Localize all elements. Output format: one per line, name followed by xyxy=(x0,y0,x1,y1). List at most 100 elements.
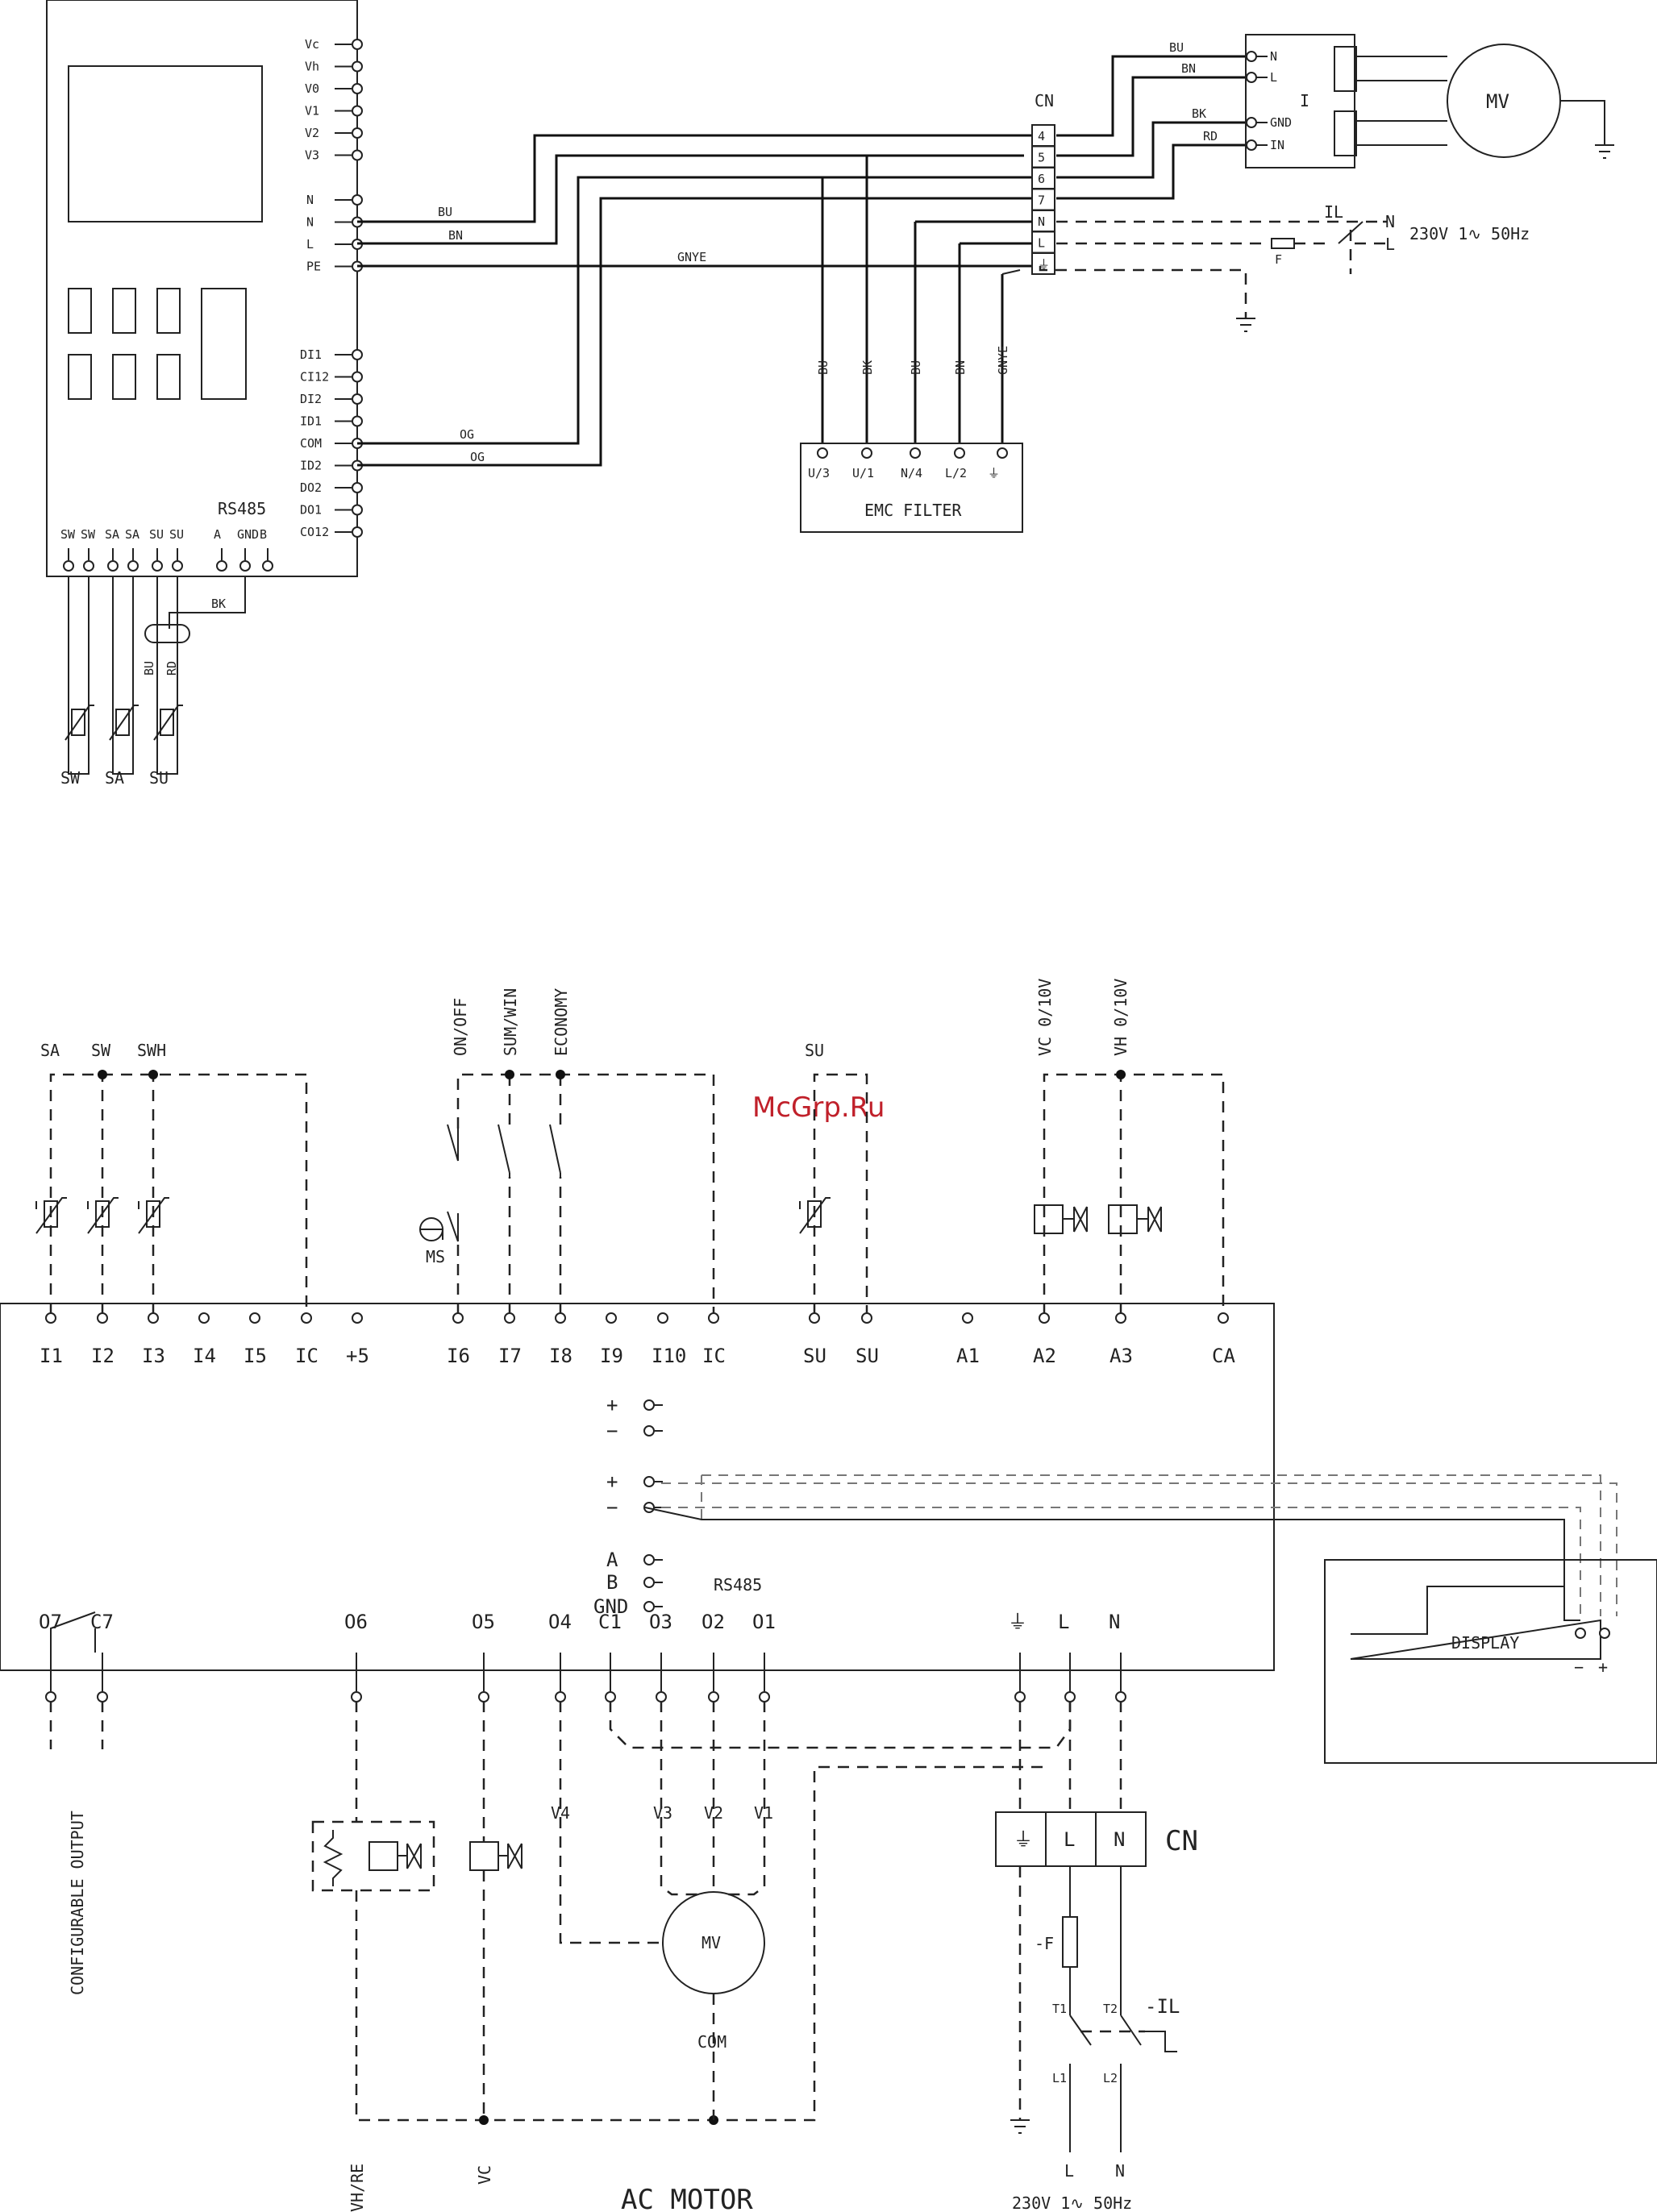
controller-bottom-terminal xyxy=(152,560,163,572)
t2-label: T2 xyxy=(1103,2002,1118,2016)
controller-io-label: DI1 xyxy=(300,347,322,362)
controller-io-terminal xyxy=(352,415,363,427)
filter-terminal xyxy=(954,447,965,459)
input-label-sa: SA xyxy=(40,1041,60,1060)
board-top-terminal-label: SU xyxy=(856,1345,879,1367)
input-label-onoff: ON/OFF xyxy=(451,998,470,1056)
controller-io-label: CO12 xyxy=(300,525,329,539)
controller-io-terminal xyxy=(352,349,363,360)
emc-filter-label: EMC FILTER xyxy=(864,501,962,520)
controller-output-label: Vc xyxy=(305,37,319,52)
board-top-terminal xyxy=(504,1312,515,1324)
board-top-terminal-label: I1 xyxy=(40,1345,63,1367)
bottom-diagram: SA SW SWH ON/OFF SUM/WIN ECONOMY SU VC 0… xyxy=(0,979,1657,2212)
bottom-n-label: N xyxy=(1115,2161,1125,2181)
board-mid-terminal-label: − xyxy=(606,1420,618,1442)
controller-board xyxy=(0,1303,1275,1671)
board-bottom-terminal-label: C1 xyxy=(598,1611,622,1633)
sensor-label: SA xyxy=(105,768,124,788)
il-bottom-label: -IL xyxy=(1145,1995,1180,2018)
controller-bottom-label: SW xyxy=(81,527,96,542)
motor-bottom-label: MV xyxy=(702,1933,721,1952)
board-top-terminal xyxy=(657,1312,668,1324)
board-mid-terminal-label: GND xyxy=(593,1595,628,1618)
filter-terminal xyxy=(910,447,921,459)
board-mid-terminal-label: A xyxy=(606,1549,618,1571)
motor-module-symbol: I xyxy=(1300,91,1309,110)
board-bottom-terminal-label: O7 xyxy=(39,1611,62,1633)
controller-io-label: ID1 xyxy=(300,414,322,429)
board-bottom-terminal xyxy=(708,1691,719,1703)
motor-module-terminal-label: N xyxy=(1270,49,1277,64)
motor-module-terminal xyxy=(1246,139,1257,151)
cn-bottom-label: CN xyxy=(1165,1825,1198,1857)
input-label-vc: VC 0/10V xyxy=(1035,979,1055,1056)
display-plus: + xyxy=(1598,1657,1608,1677)
board-bottom-terminal xyxy=(1064,1691,1076,1703)
board-bottom-terminal xyxy=(45,1691,56,1703)
filter-terminal-label: N/4 xyxy=(901,466,922,480)
board-top-terminal-label: IC xyxy=(295,1345,318,1367)
filter-terminal-label: L/2 xyxy=(945,466,967,480)
board-top-terminal xyxy=(606,1312,617,1324)
board-mid-terminal xyxy=(643,1399,655,1411)
board-top-terminal xyxy=(148,1312,159,1324)
controller-io-terminal xyxy=(352,504,363,516)
board-bottom-terminal-label: N xyxy=(1109,1611,1120,1633)
controller-bottom-label: SA xyxy=(105,527,119,542)
board-bottom-terminal-label: O5 xyxy=(472,1611,495,1633)
board-top-terminal-label: I8 xyxy=(549,1345,572,1367)
f-bottom-label: -F xyxy=(1035,1934,1054,1953)
motor-module-terminal xyxy=(1246,51,1257,62)
filter-terminal-label: U/3 xyxy=(808,466,830,480)
controller-bottom-terminal xyxy=(216,560,227,572)
controller-io-label: DI2 xyxy=(300,392,322,406)
controller-output-label: V0 xyxy=(305,81,319,96)
controller-rs485-label: RS485 xyxy=(218,499,266,518)
board-bottom-terminal xyxy=(759,1691,770,1703)
input-label-vh: VH 0/10V xyxy=(1111,979,1130,1056)
board-bottom-terminal-label: L xyxy=(1058,1611,1069,1633)
speed-label-v3: V3 xyxy=(653,1803,672,1823)
board-top-terminal-label: IC xyxy=(702,1345,726,1367)
board-top-terminal xyxy=(555,1312,566,1324)
vc-label: VC xyxy=(475,2165,494,2185)
board-bottom-terminal xyxy=(555,1691,566,1703)
cn-terminal-label: 6 xyxy=(1038,172,1045,186)
controller-io-terminal xyxy=(352,393,363,405)
board-mid-terminal-label: B xyxy=(606,1571,618,1594)
controller-bottom-terminal xyxy=(63,560,74,572)
controller-bottom-terminal xyxy=(239,560,251,572)
board-top-terminal-label: I9 xyxy=(600,1345,623,1367)
board-top-terminal-label: A3 xyxy=(1110,1345,1133,1367)
board-bottom-terminal-label: ⏚ xyxy=(1008,1611,1027,1633)
input-label-sw: SW xyxy=(91,1041,111,1060)
filter-terminal xyxy=(997,447,1008,459)
controller-output-label: V1 xyxy=(305,104,319,118)
filter-wire-label: BN xyxy=(953,360,968,375)
display-minus: − xyxy=(1574,1657,1584,1677)
board-top-terminal-label: +5 xyxy=(346,1345,369,1367)
cn-terminal-label: 4 xyxy=(1038,129,1045,143)
controller-output-terminal xyxy=(352,60,363,73)
board-bottom-terminal-label: O6 xyxy=(344,1611,368,1633)
controller-io-label: DO2 xyxy=(300,480,322,495)
display-label: DISPLAY xyxy=(1451,1633,1519,1653)
cn-terminal-label: N xyxy=(1038,214,1045,229)
filter-terminal xyxy=(817,447,828,459)
controller-buttons xyxy=(68,288,247,400)
board-mid-terminal-label: + xyxy=(606,1470,618,1493)
controller-bottom-label: SW xyxy=(60,527,76,542)
cn-terminal-label: L xyxy=(1038,236,1045,251)
wire-label-og-1: OG xyxy=(460,427,474,442)
board-top-terminal xyxy=(301,1312,312,1324)
speed-label-v1: V1 xyxy=(754,1803,773,1823)
controller-power-label: N xyxy=(306,215,314,230)
ac-motor-title: AC MOTOR xyxy=(621,2184,753,2212)
